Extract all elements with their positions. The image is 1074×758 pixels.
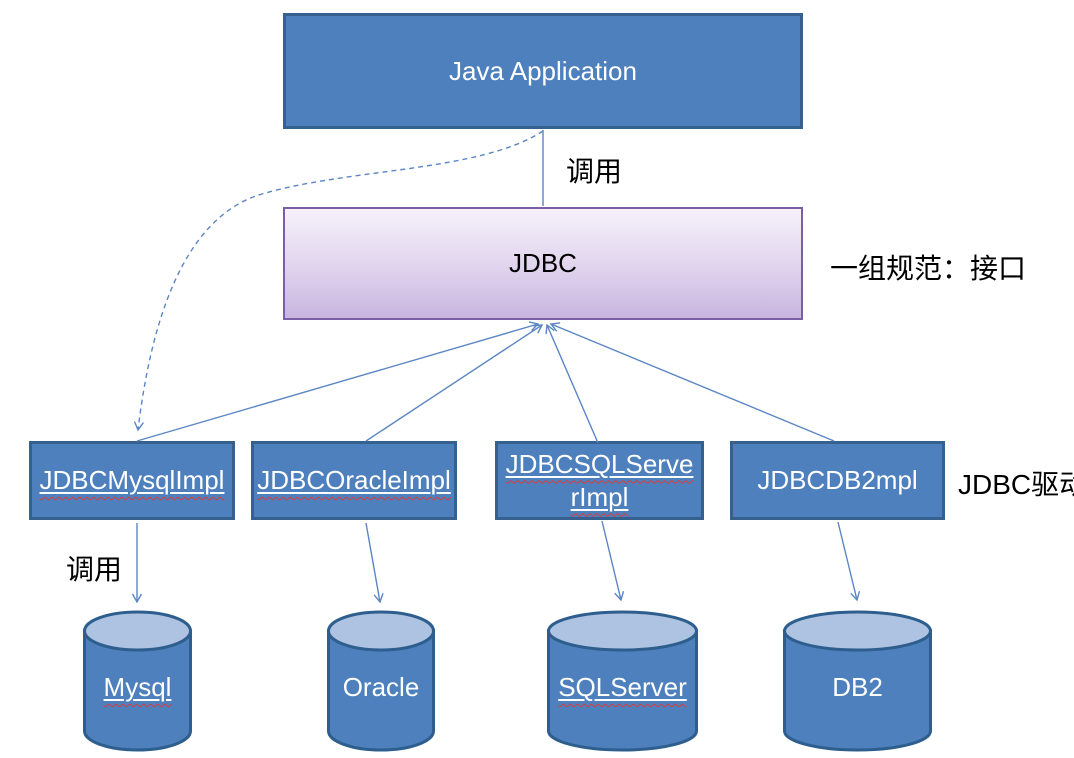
node-db-sqlserver-label: SQLServer: [558, 672, 687, 702]
edge-oracleimpl-to-jdbc: [365, 324, 544, 442]
db-label-wrap: DB2: [783, 672, 932, 703]
node-jdbc-sqlserver-impl-label: JDBCSQLServerImpl: [505, 448, 694, 512]
node-jdbc-sqlserver-impl: JDBCSQLServerImpl: [495, 441, 704, 520]
node-jdbc: JDBC: [283, 207, 803, 320]
label-jdbc-note: 一组规范：接口: [830, 253, 1027, 284]
underline-decoration: JDBCOracleImpl: [257, 465, 451, 496]
node-db-oracle-label: Oracle: [342, 672, 420, 702]
cylinder-shape-mysql: [83, 610, 192, 752]
edge-db2impl-to-jdbc: [549, 322, 835, 442]
node-jdbc-mysql-impl-label: JDBCMysqlImpl: [39, 465, 225, 495]
underline-decoration: SQLServer: [558, 672, 687, 702]
node-db-db2-label: DB2: [832, 672, 883, 702]
label-call-left: 调用: [66, 554, 123, 585]
cylinder-shape-oracle: [327, 610, 435, 752]
node-jdbc-oracle-impl: JDBCOracleImpl: [251, 441, 457, 520]
underline-decoration: JDBCMysqlImpl: [40, 465, 225, 496]
edge-sqlserverimpl-to-jdbc: [545, 323, 599, 444]
label-call-top: 调用: [566, 156, 623, 187]
db-label-wrap: Oracle: [327, 672, 435, 703]
node-jdbc-db2-impl-label: JDBCDB2mpl: [757, 465, 918, 495]
edge-sqlserverimpl-to-sqlserver: [601, 520, 625, 602]
cylinder-shape-db2: [783, 610, 932, 752]
db-label-wrap: Mysql: [83, 672, 192, 703]
node-java-application: Java Application: [283, 13, 803, 129]
cylinder-shape-sqlserver: [547, 610, 698, 752]
node-jdbc-db2-impl: JDBCDB2mpl: [730, 441, 945, 520]
node-jdbc-label: JDBC: [509, 248, 577, 278]
node-java-application-label: Java Application: [449, 55, 637, 86]
edge-oracleimpl-to-oracle: [365, 522, 384, 604]
label-driver-row-note: JDBC驱动: [958, 469, 1074, 500]
edge-db2impl-to-db2: [837, 521, 861, 602]
node-jdbc-oracle-impl-label: JDBCOracleImpl: [257, 465, 451, 495]
node-jdbc-mysql-impl: JDBCMysqlImpl: [29, 441, 235, 520]
underline-decoration: Mysql: [104, 672, 172, 702]
db-label-wrap: SQLServer: [547, 672, 698, 703]
underline-decoration: JDBCSQLServerImpl: [503, 448, 696, 514]
edge-mysqlimpl-to-jdbc: [136, 321, 540, 442]
node-db-mysql-label: Mysql: [103, 672, 172, 702]
